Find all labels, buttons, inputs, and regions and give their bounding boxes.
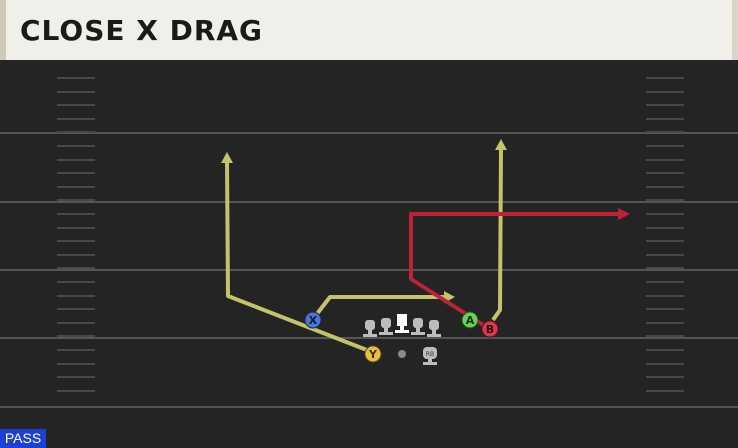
hash-marks-left [57, 77, 95, 392]
play-title-bar: CLOSE X DRAG [0, 0, 738, 60]
lineman-icon[interactable] [363, 320, 377, 337]
play-title: CLOSE X DRAG [20, 14, 264, 47]
field-surface [0, 62, 738, 448]
hash-marks-right [646, 77, 684, 392]
receiver-x[interactable]: X [304, 311, 322, 329]
receiver-y[interactable]: Y [364, 345, 382, 363]
b-route[interactable] [409, 212, 619, 330]
lineman-icon[interactable] [379, 318, 393, 335]
receiver-b-label: B [486, 323, 494, 336]
play-type-badge: PASS [0, 429, 46, 448]
qb-dot-icon[interactable] [398, 350, 406, 358]
arrow-head-icon [221, 152, 233, 163]
y-route[interactable] [225, 159, 373, 354]
rb-icon[interactable]: RB [423, 347, 437, 365]
receiver-b[interactable]: B [481, 320, 499, 338]
rb-label: RB [426, 351, 434, 358]
receiver-a[interactable]: A [461, 311, 479, 329]
lineman-icon[interactable] [411, 318, 425, 335]
arrow-head-icon [495, 139, 507, 150]
receiver-a-label: A [466, 314, 475, 327]
offensive-line [363, 314, 441, 337]
x-route[interactable] [311, 295, 445, 321]
a-route[interactable] [491, 147, 503, 322]
arrow-head-icon [618, 208, 630, 220]
yard-lines [0, 132, 738, 408]
center-icon[interactable] [395, 314, 409, 333]
lineman-icon[interactable] [427, 320, 441, 337]
title-bar-edge [732, 0, 738, 60]
receiver-y-label: Y [368, 348, 378, 361]
receiver-x-label: X [309, 314, 318, 327]
